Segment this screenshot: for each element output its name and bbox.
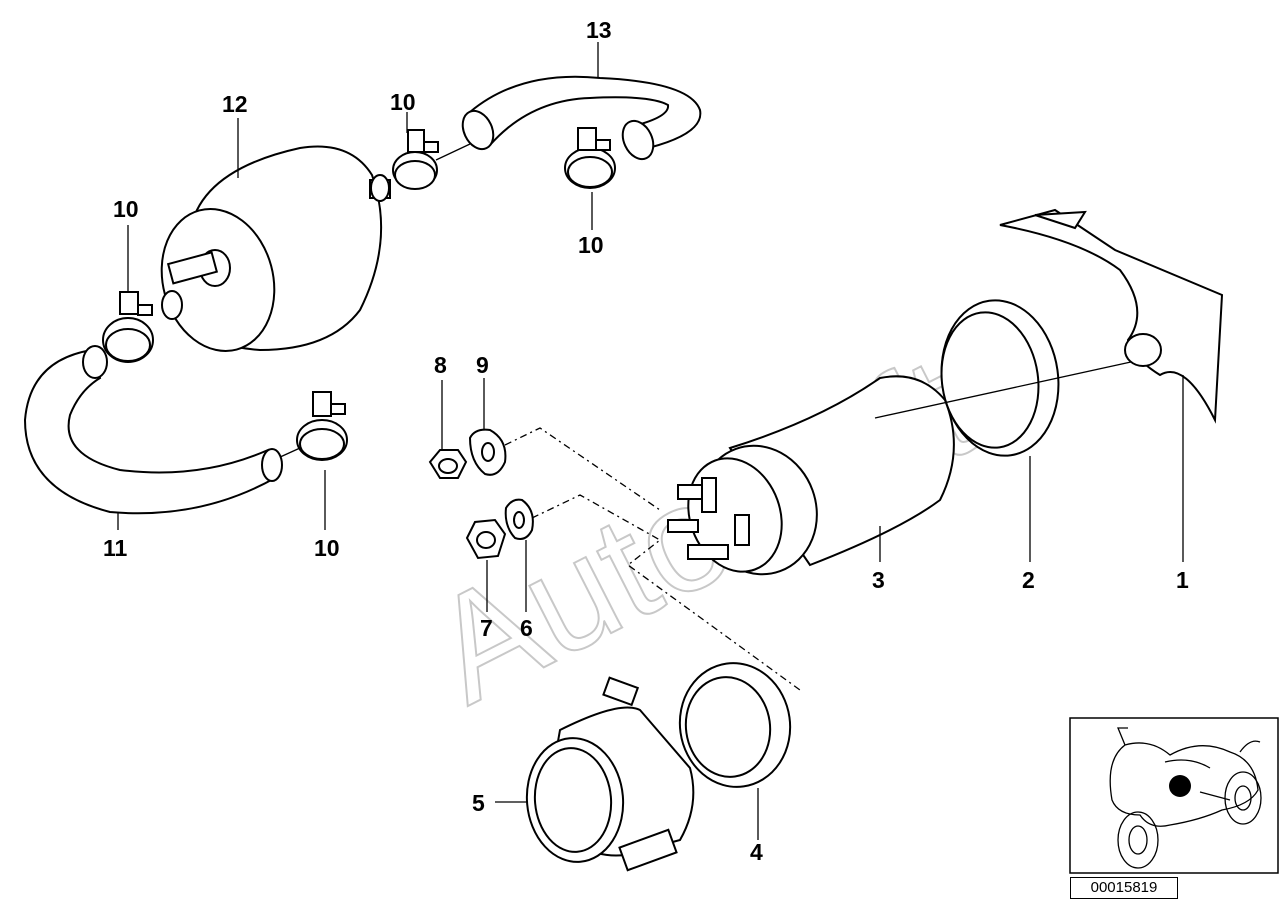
callout-10-right: 10 <box>578 232 604 258</box>
callout-10-lower: 10 <box>314 535 340 561</box>
callout-4: 4 <box>750 839 763 865</box>
part-1-bracket[interactable] <box>999 208 1224 424</box>
part-10-clamp-left[interactable] <box>102 291 154 363</box>
location-marker <box>1169 775 1191 797</box>
callout-8: 8 <box>434 352 447 378</box>
location-inset <box>1069 717 1279 874</box>
part-12-fuel-filter[interactable] <box>146 145 391 364</box>
part-9-washer[interactable] <box>468 428 507 476</box>
callout-2: 2 <box>1022 567 1035 593</box>
part-11-hose[interactable] <box>23 345 283 515</box>
callout-1: 1 <box>1176 567 1189 593</box>
callout-12: 12 <box>222 91 248 117</box>
part-2-ring[interactable] <box>932 293 1069 464</box>
callout-6: 6 <box>520 615 533 641</box>
part-10-clamp-top[interactable] <box>392 129 439 190</box>
part-10-clamp-lower[interactable] <box>296 391 348 461</box>
callout-5: 5 <box>472 790 485 816</box>
part-5-cover[interactable] <box>522 676 695 872</box>
part-7-nut[interactable] <box>465 518 507 560</box>
callout-9: 9 <box>476 352 489 378</box>
callout-10-top: 10 <box>390 89 416 115</box>
part-4-seal-ring[interactable] <box>672 656 798 794</box>
callout-7: 7 <box>480 615 493 641</box>
part-8-nut[interactable] <box>428 449 468 479</box>
callout-11: 11 <box>103 535 128 561</box>
callout-13: 13 <box>586 17 612 43</box>
part-6-washer[interactable] <box>504 498 534 540</box>
part-10-clamp-right[interactable] <box>564 127 616 189</box>
callout-3: 3 <box>872 567 885 593</box>
reference-number: 00015819 <box>1070 877 1178 899</box>
part-13-hose[interactable] <box>457 75 702 164</box>
callout-10-left: 10 <box>113 196 139 222</box>
part-3-fuel-pump[interactable] <box>667 375 955 591</box>
motorcycle-outline-icon <box>1109 727 1262 869</box>
